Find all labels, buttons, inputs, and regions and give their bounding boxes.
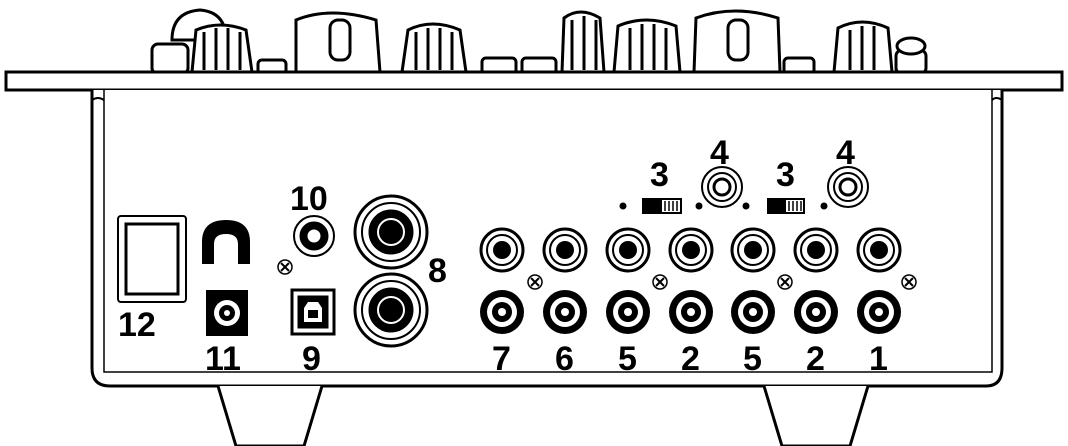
screw-icon (527, 274, 543, 290)
rca-jack-icon (606, 290, 650, 334)
slide-switch-icon (619, 198, 750, 214)
label-5: 5 (743, 340, 762, 378)
rca-jack-icon (700, 165, 744, 209)
callout-labels: 12 11 10 9 8 7 6 5 2 5 2 1 3 3 4 4 (118, 134, 888, 378)
rca-jack-icon (857, 290, 901, 334)
usb-b-port-icon (290, 288, 336, 336)
rca-jack-icon (856, 227, 902, 273)
screw-icon (277, 259, 293, 275)
label-6: 6 (555, 340, 574, 378)
label-4: 4 (836, 134, 855, 172)
rca-jack-icon (730, 227, 776, 273)
rca-jack-icon (793, 227, 839, 273)
label-5: 5 (618, 340, 637, 378)
rca-jack-icon (669, 290, 713, 334)
screw-icon (901, 274, 917, 290)
label-2: 2 (806, 340, 825, 378)
trs-jack-icon (353, 272, 429, 348)
trs-jack-icon (353, 194, 429, 270)
rca-jack-icon (668, 227, 714, 273)
knob-icon (894, 36, 928, 76)
label-3: 3 (776, 156, 795, 194)
label-4: 4 (710, 134, 729, 172)
label-2: 2 (681, 340, 700, 378)
left-foot (216, 385, 324, 446)
label-10: 10 (290, 180, 328, 218)
label-7: 7 (492, 340, 511, 378)
cable-hook-icon (202, 220, 250, 264)
rca-jack-icon (542, 227, 588, 273)
screw-icon (777, 274, 793, 290)
top-knobs (150, 8, 928, 76)
faceplate (4, 70, 1064, 92)
rca-jack-icon (480, 290, 524, 334)
knob-icon (400, 22, 468, 74)
rca-jack-icon (479, 227, 525, 273)
power-switch-icon (117, 215, 187, 303)
rca-jack-icon (605, 227, 651, 273)
feet (216, 385, 870, 446)
label-9: 9 (302, 340, 321, 378)
rca-jack-icon (731, 290, 775, 334)
label-1: 1 (869, 340, 888, 378)
knob-icon (294, 11, 382, 74)
rca-jack-icon (543, 290, 587, 334)
label-3: 3 (650, 156, 669, 194)
knob-icon (832, 20, 894, 74)
knob-icon (612, 18, 682, 74)
knob-icon (692, 9, 782, 74)
slide-switch-icon (767, 198, 828, 214)
right-foot (762, 385, 870, 446)
label-12: 12 (118, 306, 156, 344)
screw-icon (652, 274, 668, 290)
rca-jack-icon (826, 165, 870, 209)
ground-terminal-icon (293, 215, 335, 257)
label-8: 8 (428, 252, 447, 290)
dc-power-jack-icon (206, 290, 248, 336)
knob-icon (150, 8, 254, 76)
knob-icon (560, 10, 606, 74)
label-11: 11 (205, 340, 241, 378)
rca-jack-icon (794, 290, 838, 334)
